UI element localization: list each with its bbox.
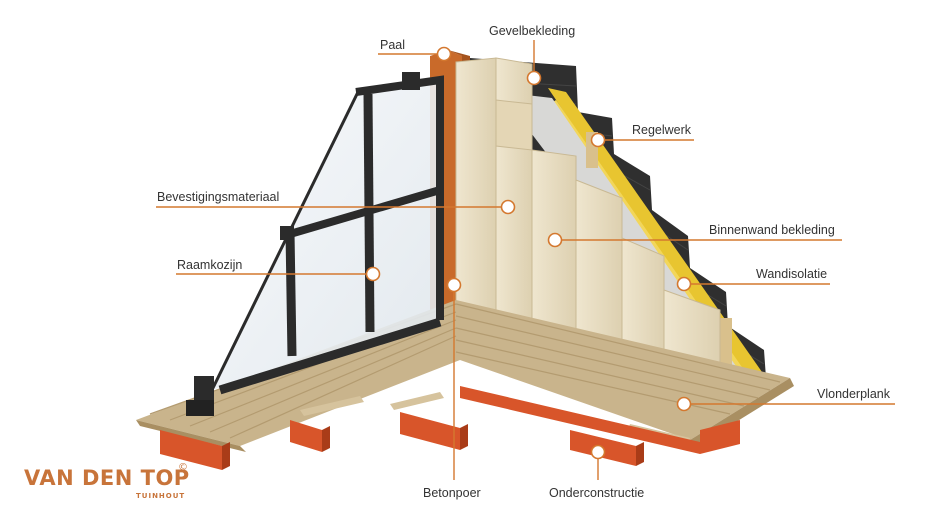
substructure-footings: [160, 386, 740, 470]
label-binnenwand-bekleding: Binnenwand bekleding: [709, 223, 835, 237]
label-regelwerk: Regelwerk: [632, 123, 692, 137]
marker-bevestigingsmateriaal: [500, 199, 516, 215]
marker-paal: [436, 46, 452, 62]
marker-regelwerk: [590, 132, 606, 148]
marker-onderconstructie: [590, 444, 606, 460]
brand-logo: VAN DEN TOP © TUINHOUT: [24, 462, 190, 500]
marker-raamkozijn: [365, 266, 381, 282]
label-bevestigingsmateriaal: Bevestigingsmateriaal: [157, 190, 280, 204]
label-betonpoer: Betonpoer: [423, 486, 481, 500]
logo-subtitle: TUINHOUT: [136, 492, 186, 500]
label-vlonderplank: Vlonderplank: [817, 387, 890, 401]
label-paal: Paal: [380, 38, 406, 52]
marker-vlonderplank: [676, 396, 692, 412]
interior-wall-planks: [455, 57, 721, 383]
logo-name: VAN DEN TOP: [24, 466, 190, 490]
logo-copyright: ©: [178, 462, 188, 473]
marker-gevelbekleding: [526, 70, 542, 86]
callout-markers: [365, 46, 692, 460]
label-wandisolatie: Wandisolatie: [756, 267, 828, 281]
callout-leaders: [156, 40, 895, 480]
label-onderconstructie: Onderconstructie: [549, 486, 645, 500]
label-raamkozijn: Raamkozijn: [177, 258, 243, 272]
marker-wandisolatie: [676, 276, 692, 292]
window-frame: [186, 72, 444, 416]
label-gevelbekleding: Gevelbekleding: [489, 24, 576, 38]
marker-binnenwand-bekleding: [547, 232, 563, 248]
marker-betonpoer: [446, 277, 462, 293]
